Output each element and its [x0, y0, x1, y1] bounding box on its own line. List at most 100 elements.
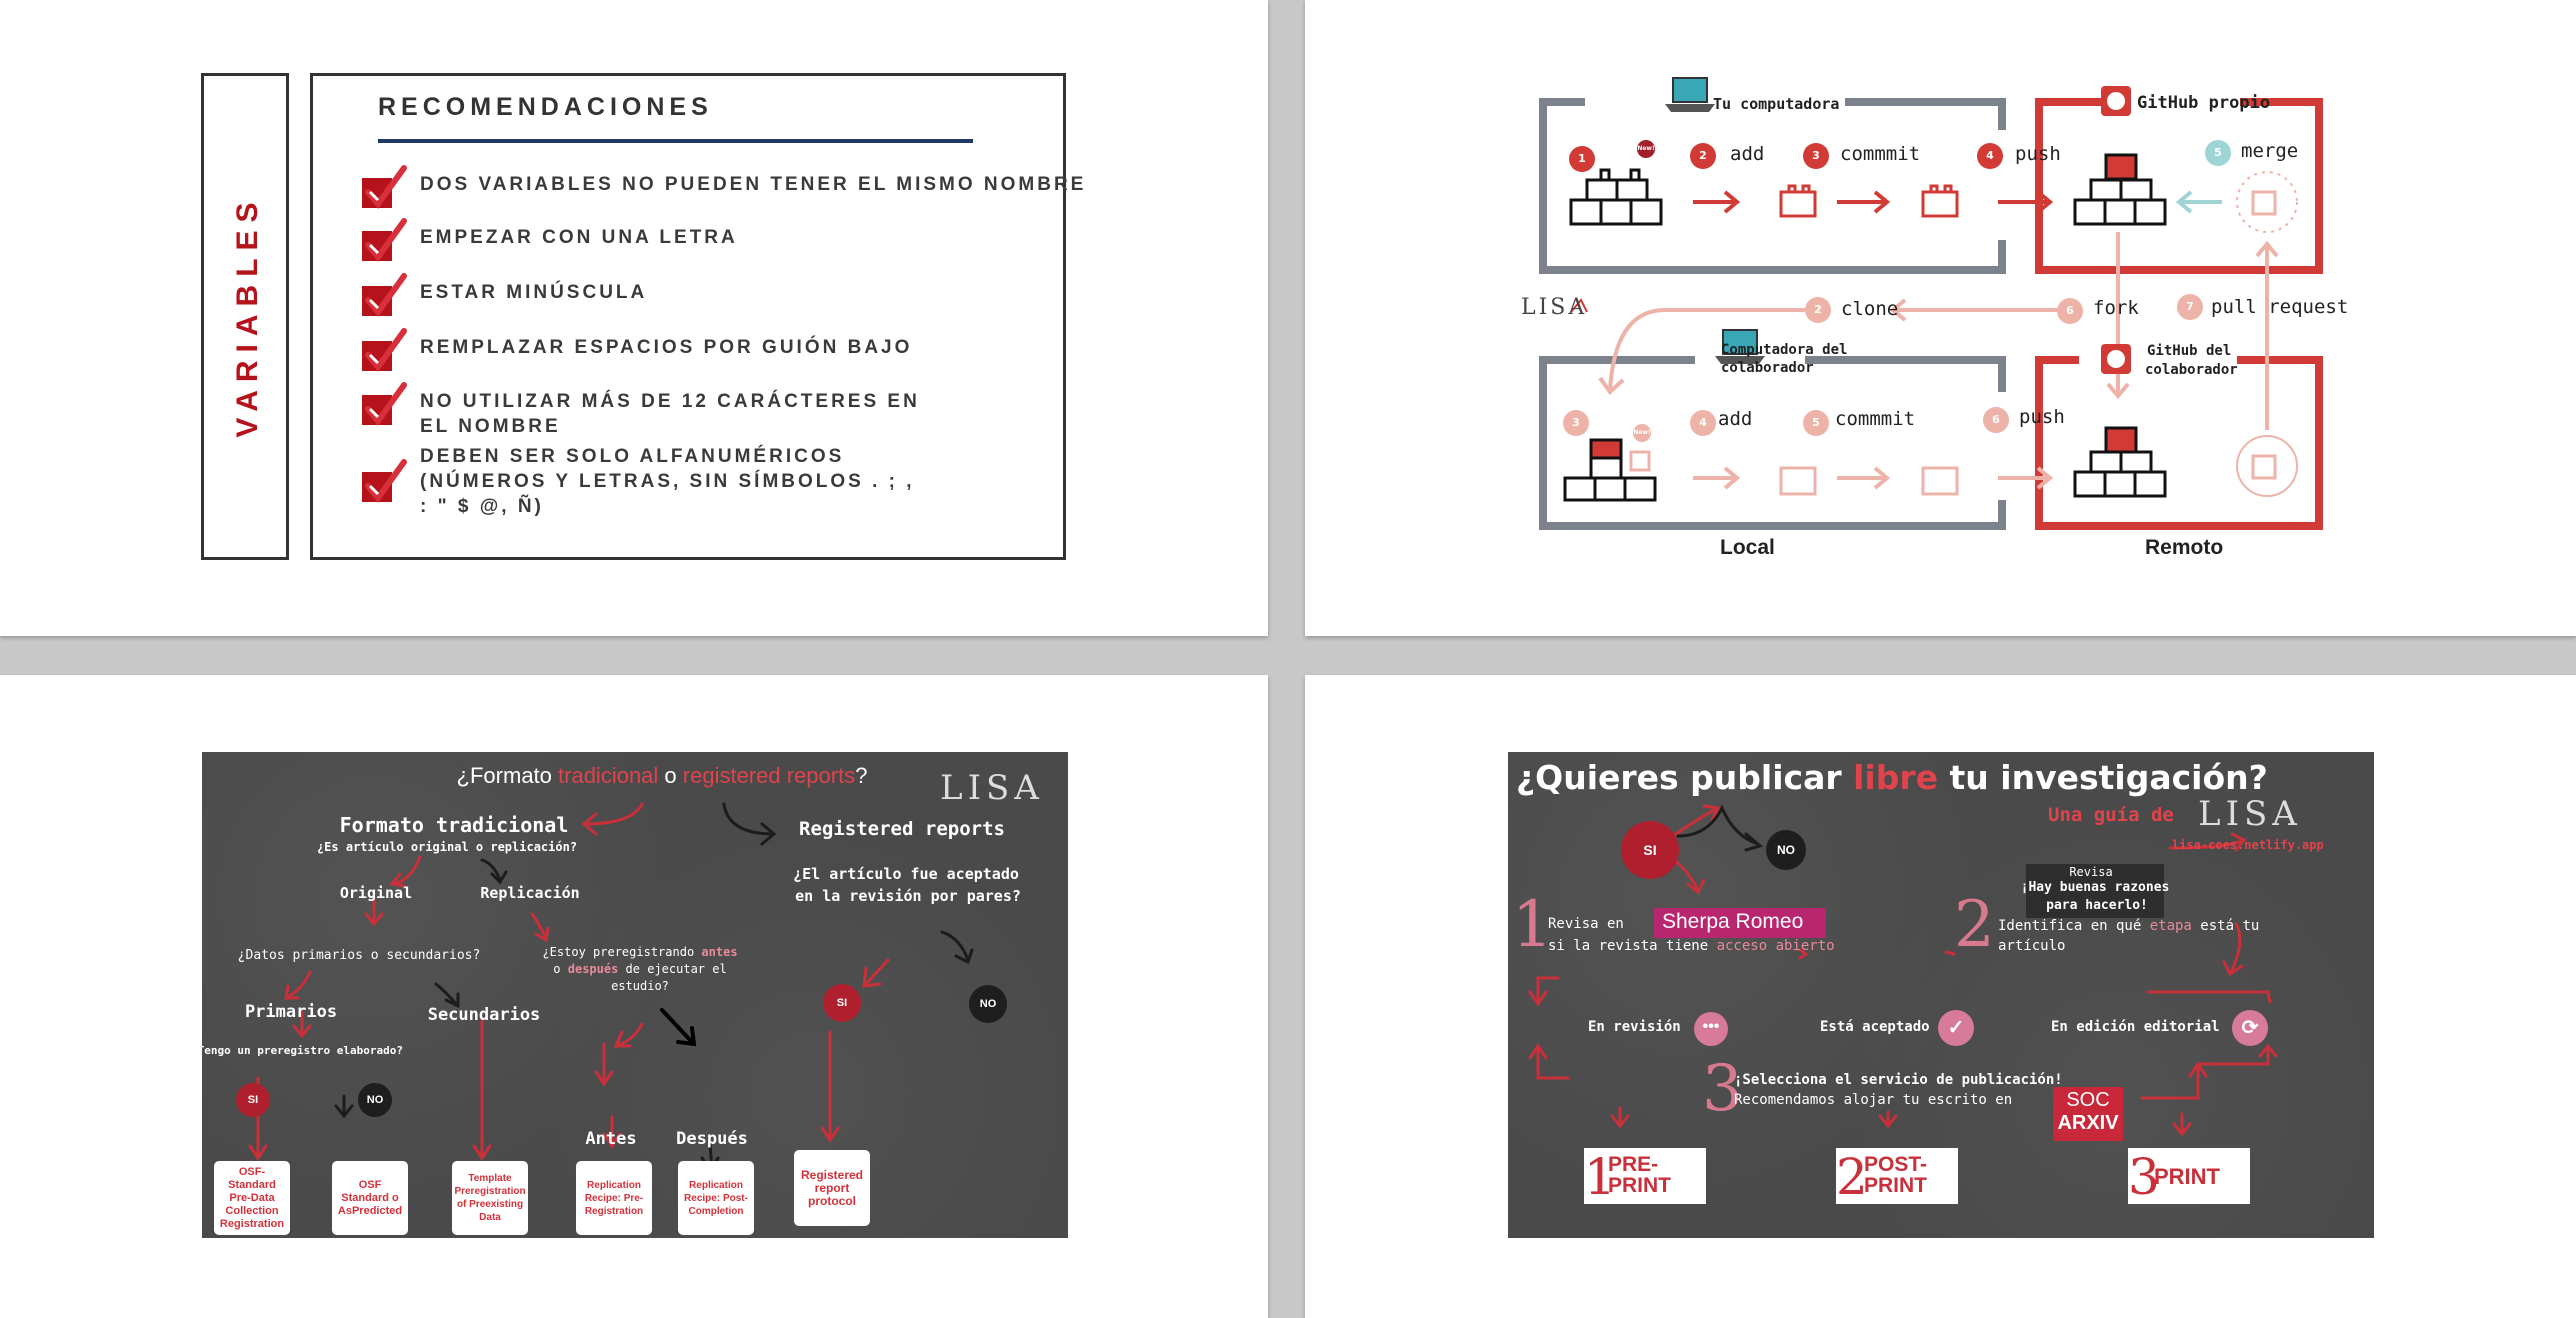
q-part: de ejecutar el: [618, 962, 727, 976]
step-circle: 4: [1690, 410, 1716, 436]
template-card[interactable]: Replication Recipe: Post-Completion: [678, 1161, 754, 1235]
despues-label: Después: [676, 1129, 748, 1149]
si-circle: SI: [236, 1083, 270, 1117]
recommendation-text: DEBEN SER SOLO ALFANUMÉRICOS (NÚMEROS Y …: [420, 446, 915, 517]
recommendation-text: EMPEZAR CON UNA LETRA: [420, 227, 738, 248]
side-title: VARIABLES: [231, 194, 264, 438]
new-badge: New!: [1633, 424, 1651, 442]
sherpa-romeo-badge[interactable]: [1654, 908, 1826, 938]
checkbox-check-icon: [362, 382, 407, 426]
slide-title: ¿Quieres publicar libre tu investigación…: [1516, 758, 2268, 797]
title-part: ?: [855, 763, 868, 788]
recommendations-box: [310, 73, 1066, 560]
title-underline: [378, 139, 973, 143]
slide-variables[interactable]: VARIABLES RECOMENDACIONES DOS VARIABLES …: [0, 0, 1268, 636]
step2-part: etapa: [2149, 918, 2192, 934]
template-card[interactable]: OSF-Standard Pre-Data Collection Registr…: [214, 1161, 290, 1235]
postprint-label: POST- PRINT: [1864, 1153, 1928, 1197]
new-badge: New!: [1637, 140, 1655, 158]
socarxiv-arxiv: ARXIV: [2057, 1112, 2119, 1134]
si-circle: SI: [823, 984, 861, 1022]
step2-text-a: Identifica en qué etapa está tu: [1998, 918, 2259, 934]
url-link[interactable]: lisa-coes.netlify.app: [2172, 838, 2324, 852]
en-edicion-label: En edición editorial: [2051, 1019, 2220, 1035]
title-part: ¿Formato: [456, 763, 559, 788]
socarxiv-logo[interactable]: [2053, 1087, 2123, 1141]
en-revision-label: En revisión: [1588, 1019, 1681, 1035]
q-part: después: [567, 962, 619, 976]
computadora-colaborador-label-2: colaborador: [1721, 360, 1814, 376]
step3-text-a: ¡Selecciona el servicio de publicación!: [1734, 1072, 2063, 1088]
q-part: o: [553, 962, 568, 976]
slide-title: ¿Formato tradicional o registered report…: [457, 763, 868, 789]
postprint-number: 2: [1836, 1148, 1868, 1206]
more-dots-icon: •••: [1694, 1012, 1728, 1046]
esta-aceptado-label: Está aceptado: [1820, 1019, 1930, 1035]
github-propio-label: GitHub propio: [2137, 93, 2271, 113]
template-card[interactable]: Registered report protocol: [794, 1150, 870, 1226]
template-card[interactable]: Replication Recipe: Pre-Registration: [576, 1161, 652, 1235]
step-circle: 5: [2205, 140, 2231, 166]
step-label-pull-request: pull request: [2211, 296, 2349, 318]
si-circle: SI: [1621, 821, 1679, 879]
no-circle: NO: [1766, 830, 1806, 870]
title-part: registered reports: [682, 763, 856, 788]
checkbox-check-icon: [362, 218, 407, 262]
step1-text-a: Revisa en: [1548, 916, 1624, 932]
revisa-reasons-2: para hacerlo!: [2046, 898, 2148, 913]
step-label-push: push: [2019, 406, 2065, 428]
git-diagram: [1539, 77, 2323, 530]
step-label-commit: commmit: [1840, 143, 1921, 165]
checkmark-icon: ✓: [1938, 1010, 1974, 1046]
step-label-push: push: [2015, 143, 2061, 165]
recommendation-text: NO UTILIZAR MÁS DE 12 CARÁCTERES EN EL N…: [420, 391, 920, 437]
tu-computadora-label: Tu computadora: [1713, 95, 1840, 113]
step-label-add: add: [1718, 408, 1753, 430]
lisa-logo: LISA: [940, 768, 1044, 808]
step-circle: 6: [1983, 407, 2009, 433]
step-label-fork: fork: [2093, 297, 2139, 319]
title-part: ¿Quieres publicar: [1516, 758, 1854, 797]
step-number-2: 2: [1954, 888, 1995, 962]
recommendations-title: RECOMENDACIONES: [378, 93, 713, 121]
checkbox-check-icon: [362, 165, 407, 209]
step-label-add: add: [1730, 143, 1765, 165]
title-part: o: [658, 763, 683, 788]
replicacion-label: Replicación: [480, 884, 580, 902]
slide-publicar[interactable]: ¿Quieres publicar libre tu investigación…: [1305, 675, 2576, 1318]
datos-question: ¿Datos primarios o secundarios?: [237, 948, 481, 963]
recommendation-text: ESTAR MINÚSCULA: [420, 282, 648, 303]
slide-formato[interactable]: ¿Formato tradicional o registered report…: [0, 675, 1268, 1318]
flow-arrows: [1528, 804, 2278, 1137]
step2-part: Identifica en qué: [1998, 918, 2150, 934]
print-label: PRINT: [2154, 1164, 2220, 1189]
computadora-colaborador-label-1: Computadora del: [1721, 342, 1848, 358]
step-number-1: 1: [1512, 888, 1553, 962]
chalkboard: ¿Quieres publicar libre tu investigación…: [1508, 752, 2374, 1238]
preprint-card[interactable]: [1584, 1148, 1706, 1204]
no-circle: NO: [358, 1083, 392, 1117]
postprint-card[interactable]: [1836, 1148, 1958, 1204]
step-circle: 1: [1569, 146, 1595, 172]
estoy-question: ¿Estoy preregistrando antes o después de…: [542, 944, 737, 995]
step-circle: 2: [1690, 143, 1716, 169]
original-label: Original: [339, 884, 413, 902]
step-label-clone: clone: [1841, 298, 1899, 320]
step-number-3: 3: [1702, 1052, 1743, 1126]
step-label-commit: commmit: [1835, 408, 1916, 430]
revisa-label: Revisa: [2069, 865, 2113, 879]
local-label: Local: [1720, 536, 1775, 559]
title-part: tradicional: [558, 763, 659, 788]
antes-label: Antes: [585, 1129, 637, 1149]
template-card[interactable]: OSF Standard o AsPredicted: [332, 1161, 408, 1235]
step-circle: 5: [1803, 410, 1829, 436]
refresh-icon: ⟳: [2232, 1010, 2268, 1046]
tengo-question: ¿Tengo un preregistro elaborado?: [191, 1044, 403, 1057]
print-card[interactable]: [2128, 1148, 2250, 1204]
aceptado-question-1: ¿El artículo fue aceptado: [793, 865, 1019, 883]
formato-tradicional: Formato tradicional: [339, 813, 569, 837]
preprint-label: PRE- PRINT: [1608, 1153, 1671, 1197]
slide-git-workflow[interactable]: Tu computadora GitHub propio Computadora…: [1305, 0, 2576, 636]
chalkboard: ¿Formato tradicional o registered report…: [191, 752, 1068, 1238]
template-card[interactable]: Template Preregistration of Preexisting …: [452, 1161, 528, 1235]
